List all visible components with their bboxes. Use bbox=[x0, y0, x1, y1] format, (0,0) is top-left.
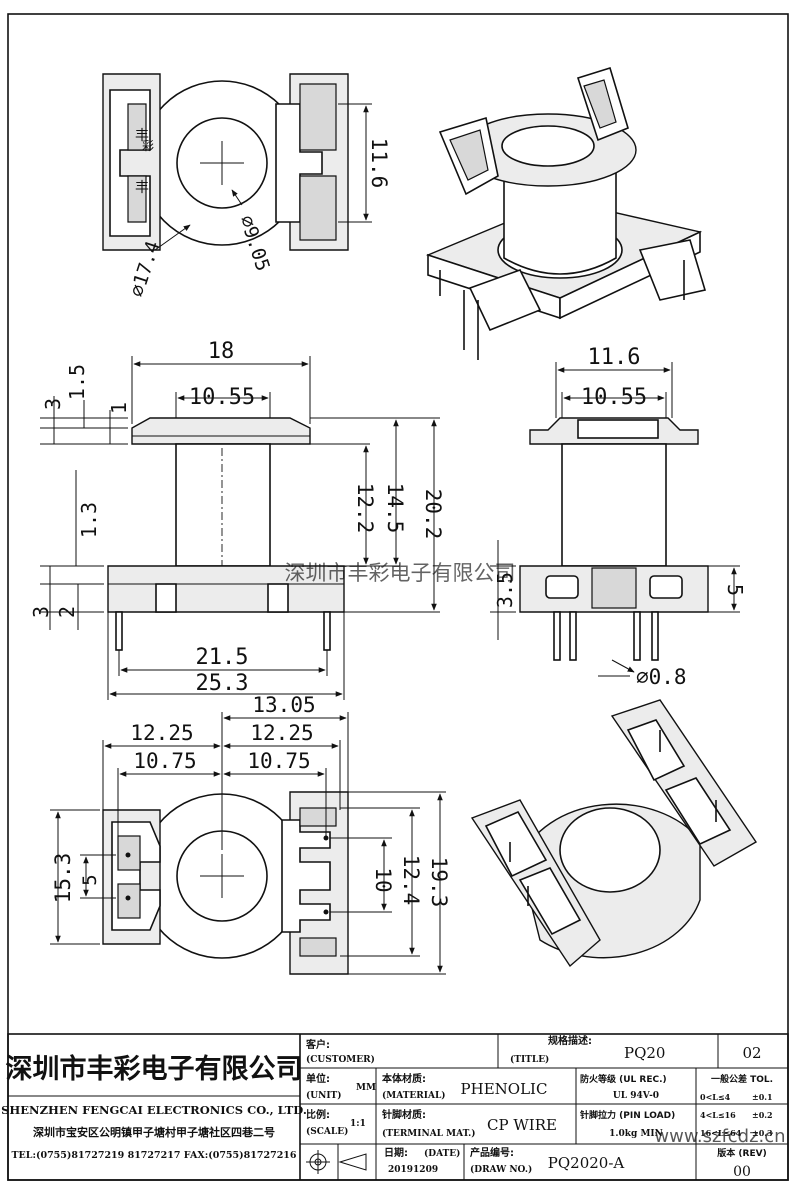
date-value: 20191209 bbox=[388, 1165, 438, 1175]
side-dim-tube-width: 10.55 bbox=[581, 385, 647, 410]
watermark-text: 深圳市丰彩电子有限公司 bbox=[285, 561, 516, 585]
side-dim-flange-width: 11.6 bbox=[588, 345, 641, 370]
top-pin-label-2: 彩 bbox=[142, 139, 154, 153]
tolerance-range-1: 0<L≤4 bbox=[700, 1092, 731, 1102]
front-pin-right bbox=[323, 611, 331, 651]
material-label-en: (MATERIAL) bbox=[382, 1090, 446, 1101]
company-address: 深圳市宝安区公明镇甲子塘村甲子塘社区四巷二号 bbox=[33, 1125, 275, 1139]
watermark-url: www.szfcdz.cn bbox=[654, 1126, 785, 1147]
spec-label-cn: 规格描述: bbox=[548, 1034, 592, 1047]
front-dim-base-length: 25.3 bbox=[196, 671, 249, 696]
tolerance-value-1: ±0.1 bbox=[752, 1092, 773, 1102]
spec-value: PQ20 bbox=[624, 1044, 665, 1062]
front-dim-base-height: 3 bbox=[29, 606, 53, 618]
side-pin-3 bbox=[633, 611, 641, 661]
front-dim-pin-span: 21.5 bbox=[196, 645, 249, 670]
bottom-dim-pin-pitch: 10 bbox=[371, 867, 395, 892]
top-dim-width: 11.6 bbox=[367, 138, 391, 189]
revision-value: 00 bbox=[733, 1164, 751, 1180]
front-dim-flange-step: 1 bbox=[107, 402, 131, 414]
bottom-dim-right-pin: 10.75 bbox=[247, 749, 310, 773]
unit-label-en: (UNIT) bbox=[306, 1090, 342, 1101]
side-pin-2 bbox=[569, 611, 577, 661]
front-dim-base-step: 1.3 bbox=[77, 502, 101, 538]
company-name-cn: 深圳市丰彩电子有限公司 bbox=[6, 1053, 303, 1085]
unit-label-cn: 单位: bbox=[306, 1072, 330, 1085]
side-dim-pin-diameter: ⌀0.8 bbox=[636, 665, 687, 689]
top-pin-label-3: 丰 bbox=[135, 180, 149, 196]
revision-label: 版本 (REV) bbox=[716, 1147, 766, 1159]
tolerance-value-2: ±0.2 bbox=[752, 1110, 773, 1120]
tolerance-range-3: 16<L≤64 bbox=[700, 1128, 742, 1138]
terminal-value: CP WIRE bbox=[487, 1116, 557, 1134]
unit-value: MM bbox=[356, 1083, 376, 1093]
tolerance-title: 一般公差 TOL. bbox=[711, 1073, 773, 1085]
bottom-dim-left-pin: 10.75 bbox=[133, 749, 196, 773]
pin-load-label: 针脚拉力 (PIN LOAD) bbox=[580, 1109, 675, 1121]
front-dim-winding-height: 12.2 bbox=[353, 483, 377, 534]
drawno-label-cn: 产品编号: bbox=[470, 1146, 514, 1159]
sheet-number: 02 bbox=[742, 1044, 761, 1062]
drawno-value: PQ2020-A bbox=[548, 1154, 625, 1172]
bottom-dim-left-pitch: 5 bbox=[79, 874, 101, 885]
terminal-label-cn: 针脚材质: bbox=[382, 1108, 426, 1121]
scale-label-en: (SCALE) bbox=[306, 1126, 348, 1137]
top-pin-label-1: 丰 bbox=[135, 128, 149, 144]
top-view: 丰 彩 丰 11.6 ⌀17.4 ⌀9.05 bbox=[102, 73, 391, 300]
bottom-dim-left-span: 12.25 bbox=[130, 721, 193, 745]
iso-bobbin-tube bbox=[503, 170, 617, 275]
front-dim-total-height: 20.2 bbox=[421, 489, 445, 540]
date-label-en: (DATE) bbox=[424, 1148, 460, 1159]
front-dim-inner-height: 14.5 bbox=[383, 483, 407, 534]
fire-rating-value: UL 94V-0 bbox=[613, 1091, 659, 1101]
side-view: 11.6 10.55 3.5 5 ⌀0.8 bbox=[490, 345, 747, 689]
side-dim-base-height: 3.5 bbox=[493, 572, 517, 608]
side-pin-1 bbox=[553, 611, 561, 661]
scale-value: 1:1 bbox=[350, 1119, 366, 1129]
side-pin-4 bbox=[651, 611, 659, 661]
bottom-dim-total-height: 19.3 bbox=[427, 857, 451, 908]
side-dim-base-depth: 5 bbox=[723, 584, 747, 596]
terminal-label-en: (TERMINAL MAT.) bbox=[382, 1128, 476, 1139]
customer-label-cn: 客户: bbox=[305, 1038, 330, 1051]
pin-load-value: 1.0kg MIN bbox=[609, 1129, 663, 1139]
title-block: 深圳市丰彩电子有限公司 SHENZHEN FENGCAI ELECTRONICS… bbox=[1, 1033, 789, 1181]
front-pin-left bbox=[115, 611, 123, 651]
material-value: PHENOLIC bbox=[461, 1080, 548, 1098]
front-dim-flange-width: 18 bbox=[208, 339, 235, 364]
tolerance-value-3: ±0.3 bbox=[752, 1128, 773, 1138]
fire-rating-label: 防火等级 (UL REC.) bbox=[580, 1073, 667, 1085]
bottom-dim-right-span: 12.25 bbox=[250, 721, 313, 745]
scale-label-cn: 比例: bbox=[306, 1108, 330, 1121]
bottom-view: 13.05 12.25 12.25 10.75 10.75 15.3 5 bbox=[50, 693, 451, 975]
front-top-flange bbox=[131, 417, 311, 445]
bottom-dim-half-span: 13.05 bbox=[252, 693, 315, 717]
customer-label-en: (CUSTOMER) bbox=[306, 1054, 375, 1065]
material-label-cn: 本体材质: bbox=[382, 1072, 426, 1085]
front-dim-flange-total: 3 bbox=[41, 398, 65, 410]
bottom-dim-left-height: 15.3 bbox=[51, 853, 75, 904]
front-dim-flange-lip: 1.5 bbox=[65, 364, 89, 400]
front-dim-base-lower: 2 bbox=[55, 606, 79, 618]
company-contact: TEL:(0755)81727219 81727217 FAX:(0755)81… bbox=[11, 1150, 296, 1161]
spec-label-en: (TITLE) bbox=[510, 1054, 549, 1065]
front-tube bbox=[175, 443, 271, 567]
front-view: 18 10.55 1.5 3 1 1.3 3 2 12.2 bbox=[29, 339, 445, 700]
iso-view-bottom bbox=[470, 699, 758, 968]
front-dim-tube-width: 10.55 bbox=[189, 385, 255, 410]
projection-symbol-icon bbox=[306, 1150, 367, 1174]
company-name-en: SHENZHEN FENGCAI ELECTRONICS CO., LTD. bbox=[1, 1103, 307, 1117]
drawno-label-en: (DRAW NO.) bbox=[470, 1164, 532, 1175]
bottom-dim-mid-height: 12.4 bbox=[399, 855, 423, 906]
date-label-cn: 日期: bbox=[384, 1146, 408, 1159]
tolerance-range-2: 4<L≤16 bbox=[700, 1110, 736, 1120]
iso-view-top bbox=[425, 66, 707, 360]
side-tube bbox=[561, 443, 667, 567]
